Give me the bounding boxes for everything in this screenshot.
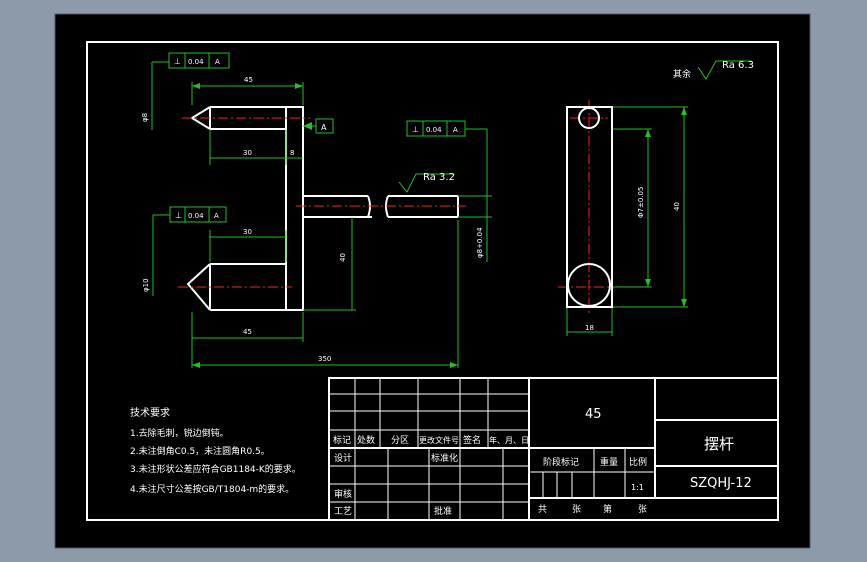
tol-symbol-1: ⊥ — [174, 57, 181, 66]
dim-side-width: 18 — [585, 324, 594, 332]
tb-header-docno: 更改文件号 — [419, 435, 459, 445]
title-block-texts: 标记 处数 分区 更改文件号 签名 年、月、日 设计 标准化 审核 工艺 批准 … — [333, 407, 752, 517]
roughness-hole: Ra 3.2 — [423, 172, 455, 183]
tb-material: 45 — [585, 407, 602, 422]
dim-dia-10: φ10 — [142, 278, 150, 292]
side-view — [566, 106, 613, 308]
tech-req-item-2: 2.未注倒角C0.5，未注圆角R0.5。 — [130, 445, 270, 457]
dim-overall: 350 — [318, 355, 331, 363]
tech-req-item-3: 3.未注形状公差应符合GB1184-K的要求。 — [130, 463, 301, 475]
dimension-arrows — [192, 83, 687, 368]
tb-header-count: 处数 — [357, 434, 375, 446]
dim-hole-dia: φ8+0.04 — [476, 227, 484, 258]
tol-symbol-3: ⊥ — [412, 125, 419, 134]
tb-header-sign: 签名 — [463, 434, 481, 446]
tb-sheet-unit-1: 张 — [572, 504, 581, 515]
tol-value-1: 0.04 — [188, 58, 204, 66]
tb-approve: 批准 — [434, 505, 452, 517]
dim-height-40: 40 — [339, 253, 347, 262]
tech-req-title: 技术要求 — [130, 406, 170, 419]
dim-inner-30-top: 30 — [243, 149, 252, 157]
tb-check: 审核 — [334, 488, 352, 500]
tech-requirements: 技术要求 1.去除毛刺，锐边倒钝。 2.未注倒角C0.5，未注圆角R0.5。 3… — [130, 406, 301, 495]
tb-process: 工艺 — [334, 506, 352, 517]
tb-sheet-no: 第 — [603, 503, 612, 515]
tb-design: 设计 — [334, 452, 352, 464]
datum-label: A — [321, 123, 327, 132]
tech-req-item-4: 4.未注尺寸公差按GB/T1804-m的要求。 — [130, 483, 294, 495]
tol-datum-3: A — [453, 126, 458, 134]
tb-scale-value: 1:1 — [631, 483, 644, 492]
tech-req-item-1: 1.去除毛刺，锐边倒钝。 — [130, 427, 229, 439]
dim-inner-30-bottom: 30 — [243, 228, 252, 236]
dim-thickness-8: 8 — [290, 149, 294, 157]
dimension-lines — [151, 52, 752, 368]
tb-stage: 阶段标记 — [543, 456, 579, 468]
tol-datum-2: A — [214, 212, 219, 220]
tol-symbol-2: ⊥ — [175, 211, 182, 220]
roughness-other: Ra 6.3 — [722, 60, 754, 71]
tb-part-name: 摆杆 — [704, 435, 734, 453]
tol-value-3: 0.04 — [426, 126, 442, 134]
tb-sheet-total: 共 — [538, 504, 547, 515]
tb-header-zone: 分区 — [391, 435, 409, 446]
dimension-texts: 45 30 8 30 45 350 40 φ8 φ10 φ8+0.04 Φ7±0… — [141, 57, 754, 363]
dim-bottom-arm: 45 — [243, 328, 252, 336]
tb-header-mark: 标记 — [333, 434, 351, 446]
tb-weight: 重量 — [600, 456, 618, 468]
tol-datum-1: A — [215, 58, 220, 66]
dim-side-height: Φ7±0.05 — [637, 187, 645, 218]
centerlines — [178, 100, 620, 315]
tb-header-date: 年、月、日 — [489, 435, 529, 445]
title-block — [328, 377, 779, 521]
tb-standardize: 标准化 — [431, 452, 458, 464]
tb-scale-label: 比例 — [629, 456, 647, 468]
dim-dia-8: φ8 — [141, 113, 149, 122]
dim-side-total: 40 — [673, 202, 681, 211]
dim-top-arm: 45 — [244, 76, 253, 84]
tol-value-2: 0.04 — [188, 212, 204, 220]
tb-drawing-no: SZQHJ-12 — [690, 476, 752, 491]
tb-sheet-unit-2: 张 — [638, 504, 647, 515]
roughness-other-label: 其余 — [673, 68, 691, 80]
front-view — [186, 106, 459, 311]
